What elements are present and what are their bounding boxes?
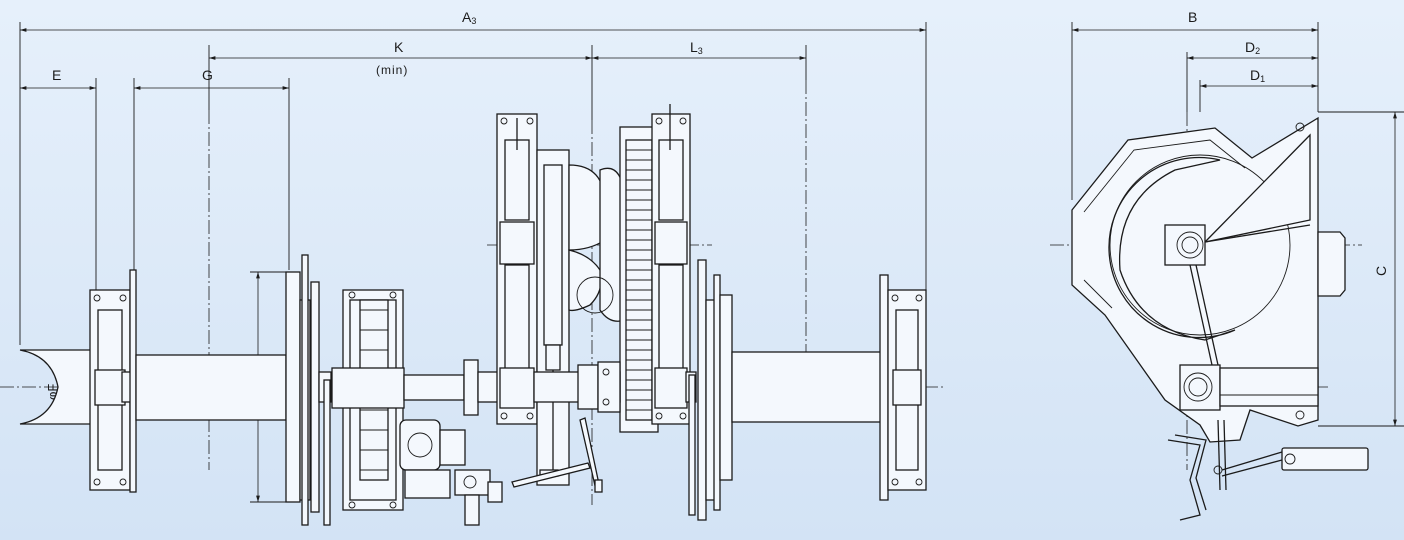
drum-circle: [1108, 156, 1236, 341]
extension-lines: [19, 22, 927, 505]
label-D2: D2: [1245, 39, 1260, 56]
central-frame: [496, 104, 691, 486]
dimension-lines: [19, 28, 926, 503]
label-G: G: [202, 67, 213, 83]
side-lever: [1167, 419, 1369, 521]
front-view: A3 K (min) L3 E G φF φH φJ: [0, 9, 945, 526]
label-C: C: [1373, 266, 1389, 276]
right-bearing-stand: [879, 274, 927, 501]
label-K-min: (min): [376, 63, 408, 77]
gear-casing: [331, 289, 405, 511]
lower-bearing-block: [1179, 364, 1221, 411]
side-view: B D2 D1 C: [1050, 9, 1404, 521]
brake-levers: [511, 417, 603, 493]
right-drum-barrel: [731, 351, 883, 423]
label-K: K: [394, 39, 404, 55]
coupling: [463, 359, 479, 416]
control-valve: [399, 419, 503, 526]
drum-flange-left: [285, 254, 332, 526]
drum-barrel: [135, 354, 287, 421]
label-D1: D1: [1250, 67, 1265, 84]
label-B: B: [1188, 9, 1197, 25]
label-A3: A3: [462, 9, 476, 26]
upper-bearing-block: [1164, 224, 1206, 266]
label-E: E: [52, 67, 61, 83]
intermediate-shaft: [403, 374, 465, 401]
drum-flange-right: [685, 259, 733, 521]
left-bearing-stand: [89, 269, 137, 493]
label-L3: L3: [690, 39, 703, 56]
